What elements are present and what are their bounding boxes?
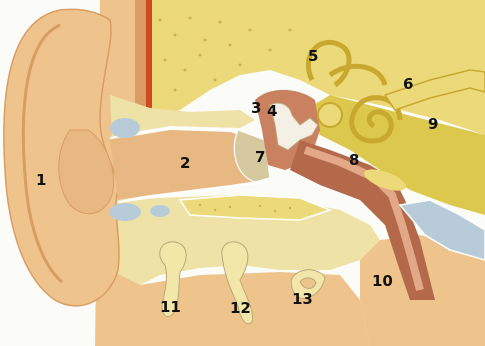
label-11-detail: 11 xyxy=(160,300,181,315)
bony-canal-band xyxy=(180,195,330,220)
label-6-auditory-nerve: 6 xyxy=(403,77,413,92)
label-3-malleus: 3 xyxy=(251,101,261,116)
blue-tissue-upper xyxy=(110,118,140,138)
label-2-ear-canal: 2 xyxy=(180,156,190,171)
blue-tissue-lower-1 xyxy=(109,203,141,221)
vestibule xyxy=(318,103,342,127)
label-10-eustachian-tube: 10 xyxy=(372,274,393,289)
label-13-detail: 13 xyxy=(292,292,313,307)
label-12-detail: 12 xyxy=(230,301,251,316)
label-8-eustachian-area: 8 xyxy=(349,153,359,168)
label-9-cochlea: 9 xyxy=(428,117,438,132)
blue-tissue-lower-2 xyxy=(150,205,170,217)
label-7-eardrum: 7 xyxy=(255,150,265,165)
label-1-pinna: 1 xyxy=(36,173,46,188)
label-4-incus: 4 xyxy=(267,104,277,119)
label-5-semicircular-canals: 5 xyxy=(308,49,318,64)
red-accent-strip xyxy=(146,0,152,118)
